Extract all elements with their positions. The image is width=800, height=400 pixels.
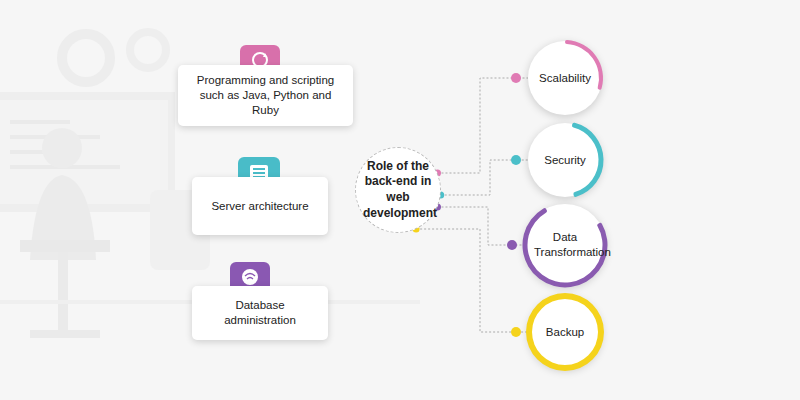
ring-arc — [526, 293, 604, 371]
connector-group — [434, 73, 528, 177]
ring-arc — [572, 123, 603, 197]
skill-box: Server architecture — [192, 177, 328, 235]
connector-group — [437, 155, 528, 199]
node-label: Programming and scripting such as Java, … — [178, 73, 353, 118]
progress-ring — [524, 204, 606, 286]
role-circle: Security — [528, 123, 602, 197]
node-label: Backup — [546, 325, 584, 340]
connector-dot — [511, 155, 521, 165]
connector-dot — [507, 240, 517, 250]
connector-group — [413, 226, 528, 338]
node-label: Security — [544, 153, 586, 168]
node-label: Scalability — [539, 71, 591, 86]
node-label: Role of the back-end in web development — [363, 159, 433, 221]
ring-arc — [565, 40, 603, 90]
ring-arc — [523, 208, 608, 287]
skill-box: Database administration — [192, 286, 328, 340]
skill-box: Programming and scripting such as Java, … — [178, 65, 353, 126]
connector-group — [434, 204, 524, 251]
role-circle: Backup — [528, 295, 602, 369]
dotted-connector — [441, 160, 528, 195]
node-label: Data Transformation — [534, 230, 596, 260]
dotted-connector — [416, 229, 528, 332]
connector-dot — [511, 73, 521, 83]
node-label: Server architecture — [199, 199, 320, 214]
node-label: Database administration — [192, 298, 328, 328]
role-circle: Data Transformation — [524, 204, 606, 286]
dotted-connector — [437, 207, 524, 245]
dotted-connector — [437, 78, 528, 173]
connector-dot — [511, 327, 521, 337]
hub-circle: Role of the back-end in web development — [355, 147, 441, 233]
role-circle: Scalability — [528, 41, 602, 115]
